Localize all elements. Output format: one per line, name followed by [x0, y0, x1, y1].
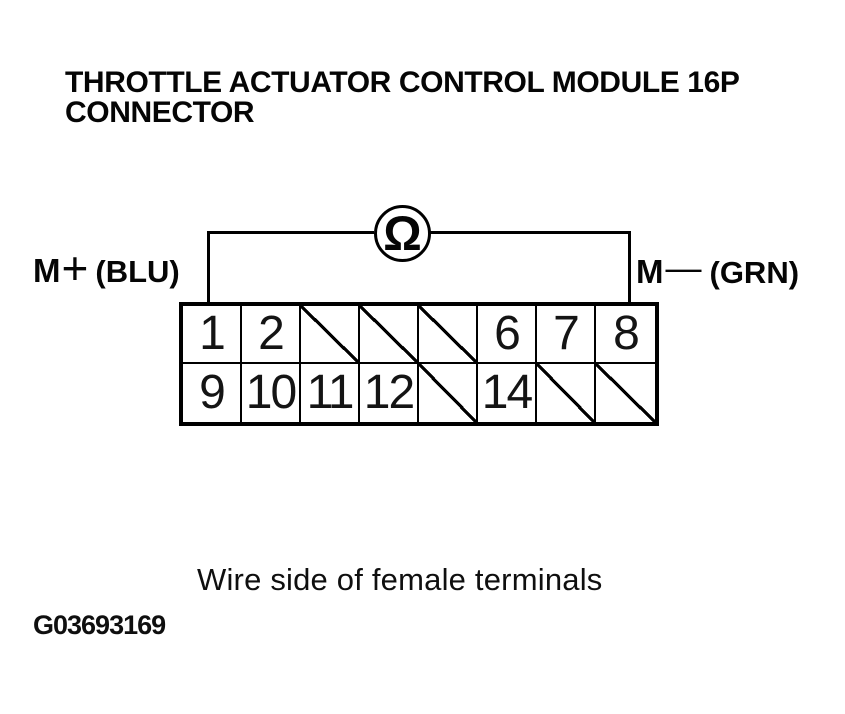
minus-sign: — — [665, 247, 702, 288]
connector-terminal-14: 14 — [478, 364, 537, 422]
connector-cell-blocked — [360, 306, 419, 364]
wire-right-horizontal — [430, 231, 631, 234]
connector-terminal-10: 10 — [242, 364, 301, 422]
connector-terminal-6: 6 — [478, 306, 537, 364]
probe-name-right: M — [636, 253, 664, 290]
wire-right-vertical-to-terminal-8 — [628, 231, 631, 304]
wire-left-vertical-to-terminal-1 — [207, 231, 210, 304]
connector-terminal-8: 8 — [596, 306, 655, 364]
connector-terminal-12: 12 — [360, 364, 419, 422]
connector-terminal-7: 7 — [537, 306, 596, 364]
plus-sign: + — [61, 242, 89, 294]
connector-terminal-2: 2 — [242, 306, 301, 364]
probe-label-m-minus: M—(GRN) — [636, 248, 799, 293]
connector-terminal-1: 1 — [183, 306, 242, 364]
diagram-title: THROTTLE ACTUATOR CONTROL MODULE 16P CON… — [65, 66, 739, 129]
connector-cell-blocked — [596, 364, 655, 422]
connector-cell-blocked — [419, 364, 478, 422]
probe-label-m-plus: M+(BLU) — [33, 245, 180, 292]
wire-color-left: (BLU) — [95, 254, 180, 289]
connector-terminal-11: 11 — [301, 364, 360, 422]
wire-side-caption: Wire side of female terminals — [197, 562, 603, 597]
connector-cell-blocked — [537, 364, 596, 422]
probe-name-left: M — [33, 252, 61, 289]
ohm-symbol: Ω — [383, 207, 422, 261]
wire-left-horizontal — [209, 231, 374, 234]
connector-cell-blocked — [419, 306, 478, 364]
ohmmeter-icon: Ω — [374, 205, 431, 262]
connector-terminal-9: 9 — [183, 364, 242, 422]
wire-color-right: (GRN) — [709, 255, 800, 290]
connector-cell-blocked — [301, 306, 360, 364]
figure-id: G03693169 — [33, 610, 166, 640]
